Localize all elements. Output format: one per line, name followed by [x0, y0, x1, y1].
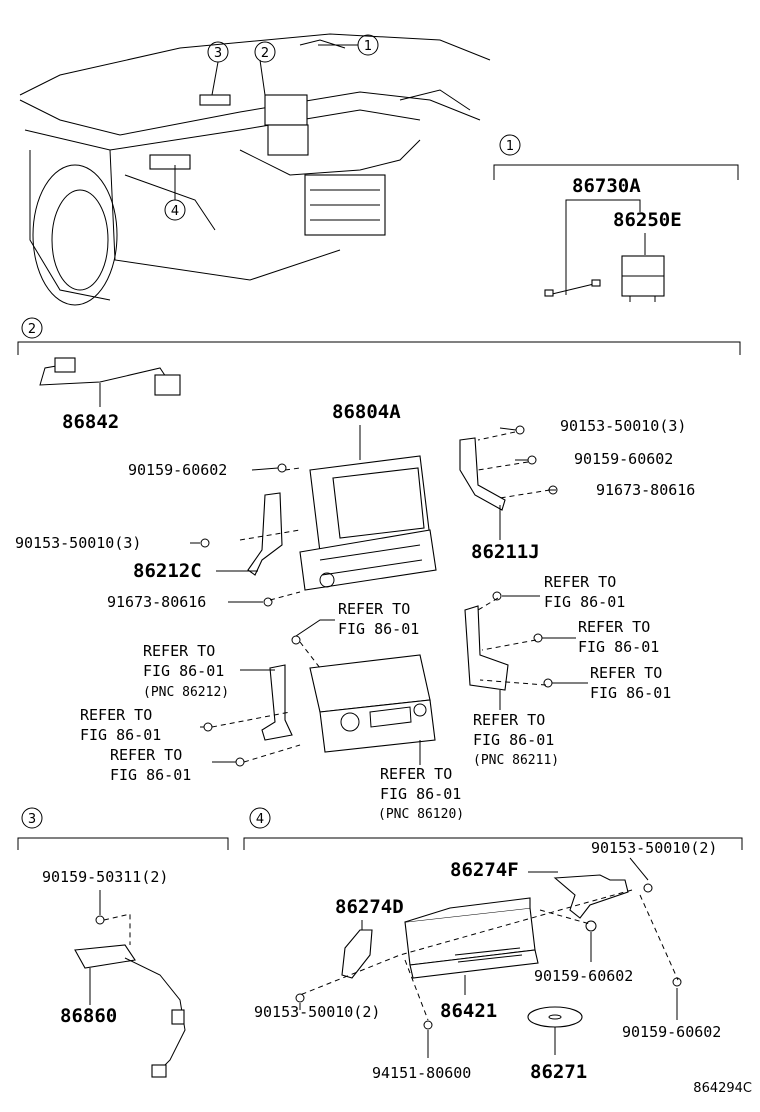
section-4-badge: [249, 807, 271, 829]
label-86250E: 86250E: [613, 209, 682, 231]
label-90159-60602-b: 90159-60602: [622, 1023, 721, 1041]
refer-4-line-2: FIG 86-01: [143, 662, 224, 680]
overview-badge-2-text: 2: [261, 46, 269, 61]
refer-3-line-2: FIG 86-01: [578, 638, 659, 656]
section-3: 3 90159-50311(2) 86860: [17, 807, 229, 1078]
label-91673-80616-left: 91673-80616: [107, 593, 206, 611]
label-90159-50311-2: 90159-50311(2): [42, 868, 168, 886]
label-86804A: 86804A: [332, 401, 401, 423]
label-86212C: 86212C: [133, 560, 202, 582]
label-90153-50010-3-left: 90153-50010(3): [15, 534, 141, 552]
bracket-86274D: [341, 929, 373, 979]
refer-8-line-3: (PNC 86211): [473, 753, 559, 768]
section-2-badge-text: 2: [28, 322, 36, 337]
refer-2-line-2: FIG 86-01: [544, 593, 625, 611]
refer-7-line-1: REFER TO: [110, 746, 182, 764]
refer-2-line-1: REFER TO: [544, 573, 616, 591]
vehicle-dashboard-overview: [19, 33, 491, 306]
refer-1-line-1: REFER TO: [338, 600, 410, 618]
refer-6-line-1: REFER TO: [80, 706, 152, 724]
refer-9-line-2: FIG 86-01: [380, 785, 461, 803]
cable-86842: [39, 364, 169, 386]
label-90153-50010-2-left: 90153-50010(2): [254, 1003, 380, 1021]
refer-2: REFER TO FIG 86-01: [544, 573, 625, 611]
section-1-badge: [499, 134, 521, 156]
refer-9: REFER TO FIG 86-01 (PNC 86120): [378, 765, 464, 822]
refer-6-line-2: FIG 86-01: [80, 726, 161, 744]
label-90159-60602-a: 90159-60602: [534, 967, 633, 985]
head-unit-screen: [332, 467, 425, 539]
refer-9-line-3: (PNC 86120): [378, 807, 464, 822]
section-2: 2 86842 86804A 9: [15, 317, 741, 822]
label-90153-50010-3-top: 90153-50010(3): [560, 417, 686, 435]
refer-8-line-2: FIG 86-01: [473, 731, 554, 749]
refer-8: REFER TO FIG 86-01 (PNC 86211): [473, 711, 559, 768]
overview-badge-2: [254, 41, 276, 63]
refer-4-line-1: REFER TO: [143, 642, 215, 660]
section-4: 4 90153-50010(2) 86274F 86274D 86421 901…: [243, 807, 743, 1083]
overview-badge-3: [207, 41, 229, 63]
overview-badge-1: [357, 34, 379, 56]
section-1: 1 86730A 86250E: [493, 134, 739, 302]
head-unit-panel: [299, 529, 437, 591]
sensor-86860: [74, 944, 136, 969]
refer-4: REFER TO FIG 86-01 (PNC 86212): [143, 642, 229, 700]
bracket-86274F: [553, 874, 629, 919]
refer-6: REFER TO FIG 86-01: [80, 706, 161, 744]
figure-id: 864294C: [693, 1081, 752, 1096]
refer-1-line-2: FIG 86-01: [338, 620, 419, 638]
disc-86271: [527, 1006, 583, 1028]
label-86271: 86271: [530, 1061, 587, 1083]
refer-5-line-1: REFER TO: [590, 664, 662, 682]
bracket-86211: [464, 605, 509, 691]
section-3-badge-text: 3: [28, 812, 36, 827]
label-86211J: 86211J: [471, 541, 540, 563]
label-86842: 86842: [62, 411, 119, 433]
refer-9-line-1: REFER TO: [380, 765, 452, 783]
refer-8-line-1: REFER TO: [473, 711, 545, 729]
section-2-badge: [21, 317, 43, 339]
refer-7: REFER TO FIG 86-01: [110, 746, 191, 784]
overview-badge-4: [164, 199, 186, 221]
label-90159-60602-right: 90159-60602: [574, 450, 673, 468]
refer-4-line-3: (PNC 86212): [143, 685, 229, 700]
section-4-badge-text: 4: [256, 812, 264, 827]
label-86421: 86421: [440, 1000, 497, 1022]
cable-86730A: [547, 282, 599, 296]
label-94151-80600: 94151-80600: [372, 1064, 471, 1082]
refer-5-line-2: FIG 86-01: [590, 684, 671, 702]
label-90153-50010-2-right: 90153-50010(2): [591, 839, 717, 857]
label-86274D: 86274D: [335, 896, 404, 918]
overview-badge-1-text: 1: [364, 39, 372, 54]
overview-badge-4-text: 4: [171, 204, 179, 219]
bracket-86212C: [247, 492, 283, 576]
section-1-badge-text: 1: [506, 139, 514, 154]
bracket-86212: [261, 664, 293, 741]
refer-3-line-1: REFER TO: [578, 618, 650, 636]
refer-3: REFER TO FIG 86-01: [578, 618, 659, 656]
label-90159-60602-left: 90159-60602: [128, 461, 227, 479]
overview-callouts: 2 3 1 4: [164, 34, 379, 221]
label-86730A: 86730A: [572, 175, 641, 197]
refer-5: REFER TO FIG 86-01: [590, 664, 671, 702]
overview-badge-3-text: 3: [214, 46, 222, 61]
refer-7-line-2: FIG 86-01: [110, 766, 191, 784]
refer-1: REFER TO FIG 86-01: [338, 600, 419, 638]
label-91673-80616-right: 91673-80616: [596, 481, 695, 499]
label-86274F: 86274F: [450, 859, 519, 881]
bracket-86211J: [459, 437, 506, 511]
section-3-badge: [21, 807, 43, 829]
label-86860: 86860: [60, 1005, 117, 1027]
